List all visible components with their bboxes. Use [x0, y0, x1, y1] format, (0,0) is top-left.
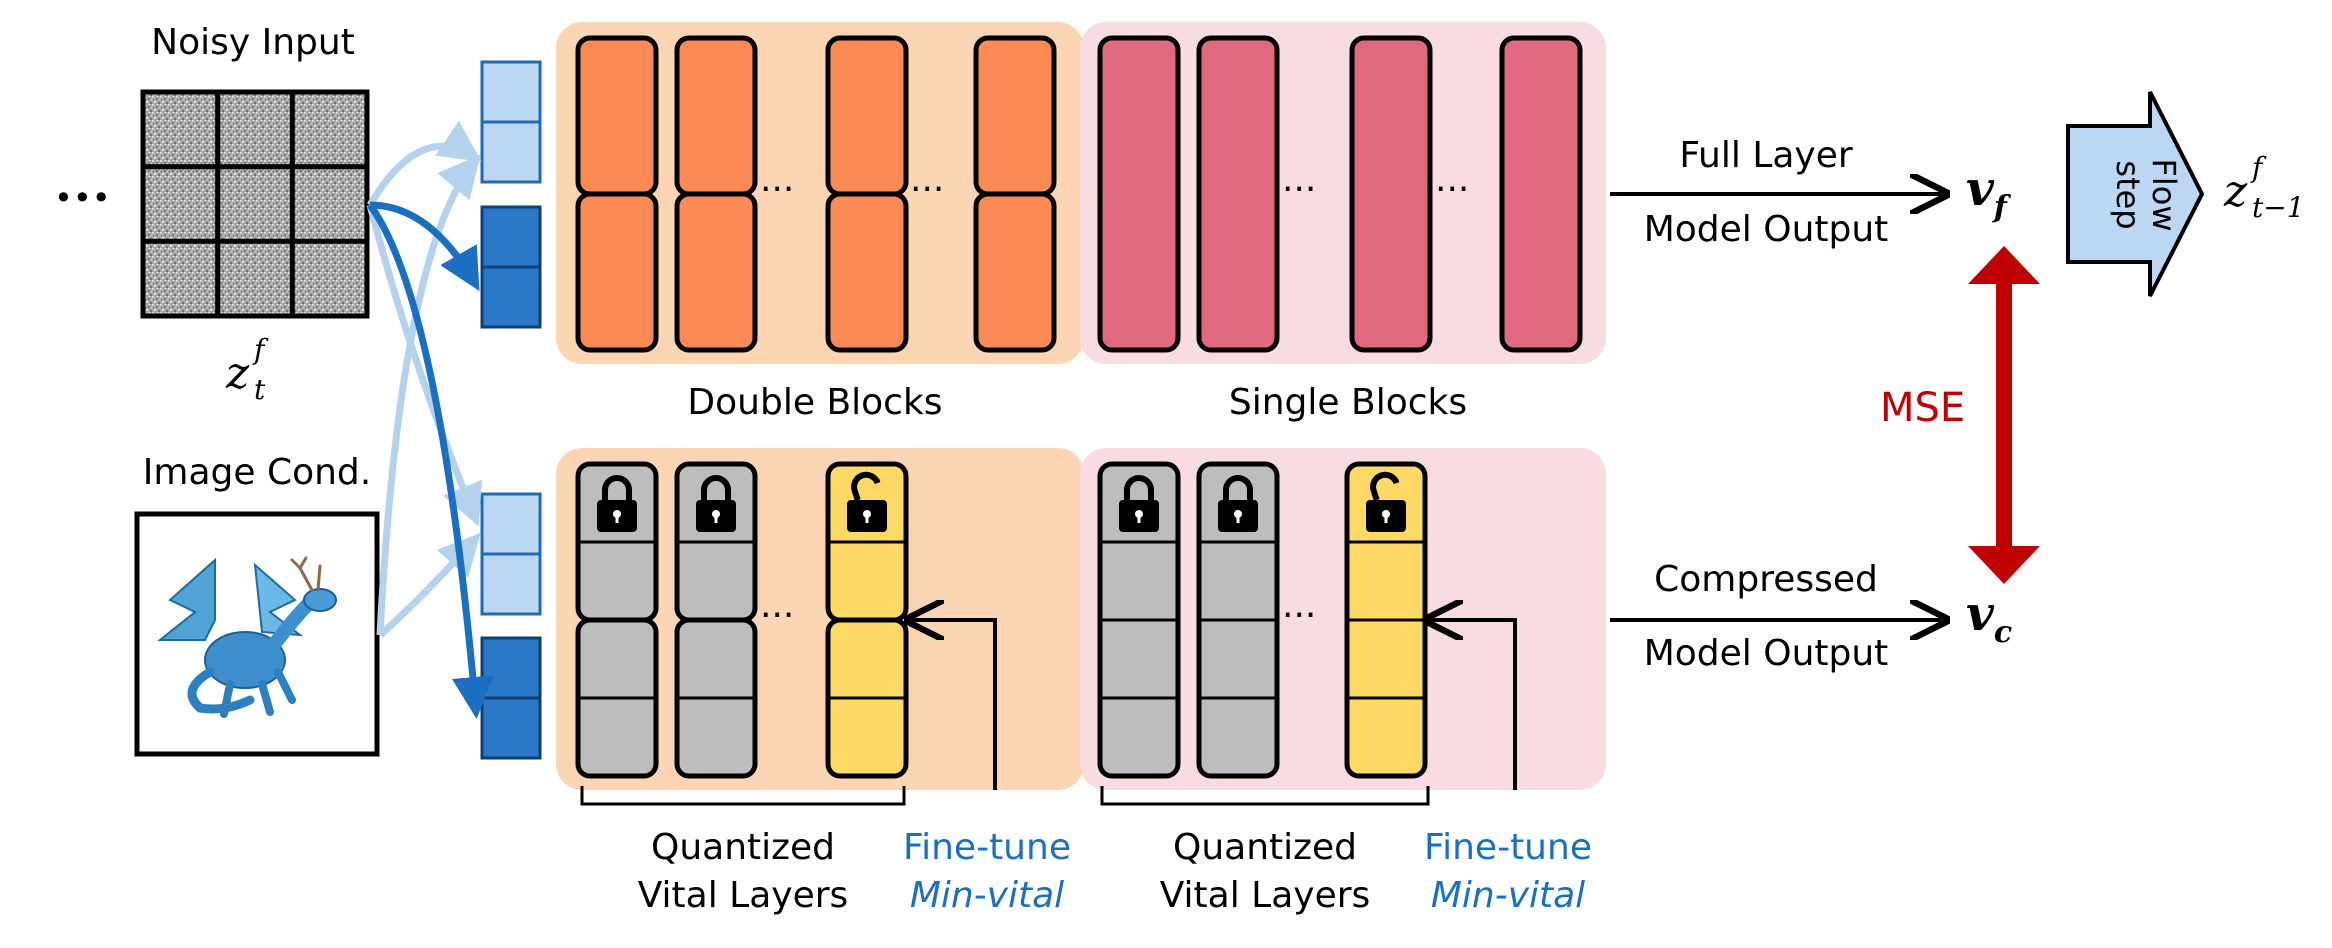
- compressed-label: Compressed: [1654, 559, 1878, 600]
- lock-closed-icon: [1218, 475, 1258, 532]
- v-c-sub: c: [1993, 615, 2013, 650]
- token-stack-cond-dark: [480, 636, 542, 760]
- lock-closed-icon: [1119, 475, 1159, 532]
- finetune-label-1: Fine-tune: [903, 827, 1071, 868]
- single-block: [1196, 35, 1280, 353]
- quantized-brackets: [580, 786, 1430, 806]
- flow-step-arrow: [2066, 91, 2205, 297]
- noisy-input-label: Noisy Input: [151, 22, 355, 63]
- flow-step-label: Flow step: [2092, 150, 2183, 240]
- double-block: [973, 35, 1057, 197]
- z-t-sub: t: [254, 373, 266, 406]
- lock-open-icon: [847, 471, 887, 532]
- z-next-sup: f: [2252, 151, 2263, 184]
- v-f-base: v: [1966, 161, 1994, 217]
- dragon-image: [157, 556, 337, 718]
- dots-single-2: ···: [1435, 169, 1470, 210]
- dots-single-1: ···: [1282, 169, 1317, 210]
- mse-double-arrow: [1968, 246, 2040, 584]
- v-f-sub: f: [1993, 190, 2007, 225]
- double-block: [825, 35, 909, 197]
- lock-closed-icon: [597, 475, 637, 532]
- single-blocks-label: Single Blocks: [1228, 382, 1468, 423]
- full-single-blocks: [1097, 35, 1583, 353]
- flow-step-line1: Flow: [2145, 158, 2183, 232]
- quantized-label-1: Quantized: [650, 827, 836, 868]
- token-stack-cond-light: [480, 492, 542, 616]
- z-t-label: z f t: [226, 336, 265, 404]
- vital-layers-label-1: Vital Layers: [637, 875, 849, 916]
- dots-double-2: ···: [910, 169, 945, 210]
- noisy-input-grid: [140, 89, 370, 319]
- v-c-base: v: [1966, 586, 1994, 642]
- token-stack-noisy-light: [480, 60, 542, 184]
- vital-layers-label-2: Vital Layers: [1159, 875, 1371, 916]
- double-block: [575, 191, 659, 353]
- v-f-label: vf: [1966, 165, 2007, 223]
- ellipsis-left: •••: [54, 179, 111, 217]
- v-c-label: vc: [1966, 590, 2012, 648]
- dots-compressed-single: ···: [1282, 595, 1317, 636]
- single-block: [1499, 35, 1583, 353]
- mse-label: MSE: [1880, 385, 1966, 431]
- single-block: [1349, 35, 1433, 353]
- image-cond-frame: [134, 511, 380, 757]
- token-stack-noisy-dark: [480, 205, 542, 329]
- finetune-label-2: Fine-tune: [1424, 827, 1592, 868]
- lock-closed-icon: [696, 475, 736, 532]
- lock-open-icon: [1366, 471, 1406, 532]
- double-block: [825, 191, 909, 353]
- full-double-blocks: [575, 35, 1057, 353]
- double-block: [973, 191, 1057, 353]
- z-t-base: z: [226, 348, 250, 399]
- dots-double-1: ···: [760, 169, 795, 210]
- z-next-label: z f t−1: [2224, 154, 2305, 222]
- double-block: [575, 35, 659, 197]
- input-routing-arrows: [366, 120, 494, 719]
- finetune-pointer-arrows: [912, 620, 1517, 790]
- single-block: [1097, 35, 1181, 353]
- quantized-label-2: Quantized: [1172, 827, 1358, 868]
- min-vital-label-2: Min-vital: [1430, 875, 1586, 916]
- full-layer-label: Full Layer: [1679, 135, 1853, 176]
- double-blocks-label: Double Blocks: [687, 382, 943, 423]
- dots-compressed-double: ···: [760, 595, 795, 636]
- full-model-output-label: Model Output: [1643, 209, 1889, 250]
- image-cond-label: Image Cond.: [142, 452, 372, 493]
- flow-step-line2: step: [2109, 160, 2147, 230]
- double-block: [674, 191, 758, 353]
- z-next-base: z: [2224, 166, 2248, 217]
- min-vital-label-1: Min-vital: [909, 875, 1065, 916]
- compressed-model-output-label: Model Output: [1643, 633, 1889, 674]
- z-t-sup: f: [254, 333, 265, 366]
- double-block: [674, 35, 758, 197]
- z-next-sub: t−1: [2252, 191, 2305, 224]
- compressed-single-blocks: [1097, 461, 1428, 779]
